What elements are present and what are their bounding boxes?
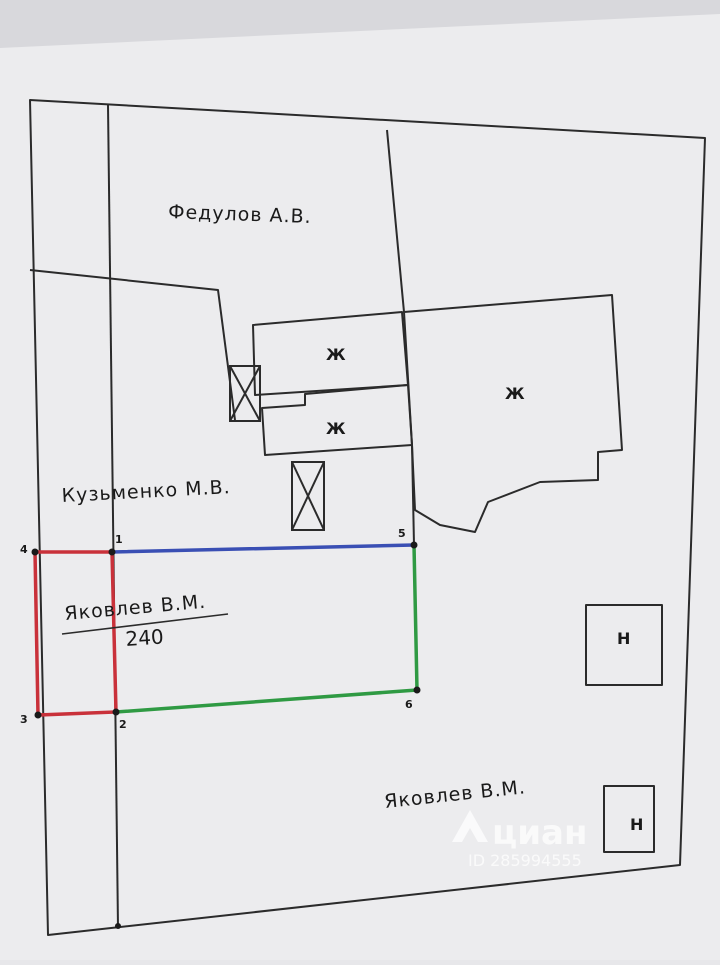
point-marker-2 [112,708,120,716]
watermark-brand: циан [492,813,587,853]
shed-west [229,365,261,422]
outer-boundary [29,99,706,936]
watermark-id: ID 285994555 [468,851,582,870]
plot-underline [61,613,229,635]
point-marker-3 [34,711,42,719]
point-label-2: 2 [119,718,127,731]
kuzmenko-east-line [411,444,415,546]
west-strip-line [107,104,119,929]
outbuilding-mark-2: Н [630,815,643,834]
shed-south [291,461,325,531]
house-mark-2: Ж [326,419,346,438]
outbuilding-mark-1: Н [617,629,630,648]
house-mark-1: Ж [326,345,346,364]
house-mark-3: Ж [505,384,525,403]
corner-marker [115,923,121,929]
point-label-6: 6 [405,698,413,711]
point-label-4: 4 [20,543,28,556]
point-label-1: 1 [115,533,123,546]
point-label-3: 3 [20,713,28,726]
house-building-3 [403,294,623,533]
cian-logo-icon [452,810,488,842]
blue-boundary [110,543,416,554]
point-label-5: 5 [398,527,406,540]
point-marker-4 [31,548,39,556]
point-marker-5 [410,541,418,549]
paper-shadow [0,0,720,48]
owner-fedulov: Федулов А.В. [168,201,312,228]
outbuilding-n1 [585,604,663,686]
outbuilding-n2 [603,785,655,853]
plot-area: 240 [125,624,165,651]
cian-watermark: циан ID 285994555 [452,810,587,870]
point-marker-6 [413,686,421,694]
fedulov-east-divider [386,129,405,313]
point-marker-1 [108,548,116,556]
